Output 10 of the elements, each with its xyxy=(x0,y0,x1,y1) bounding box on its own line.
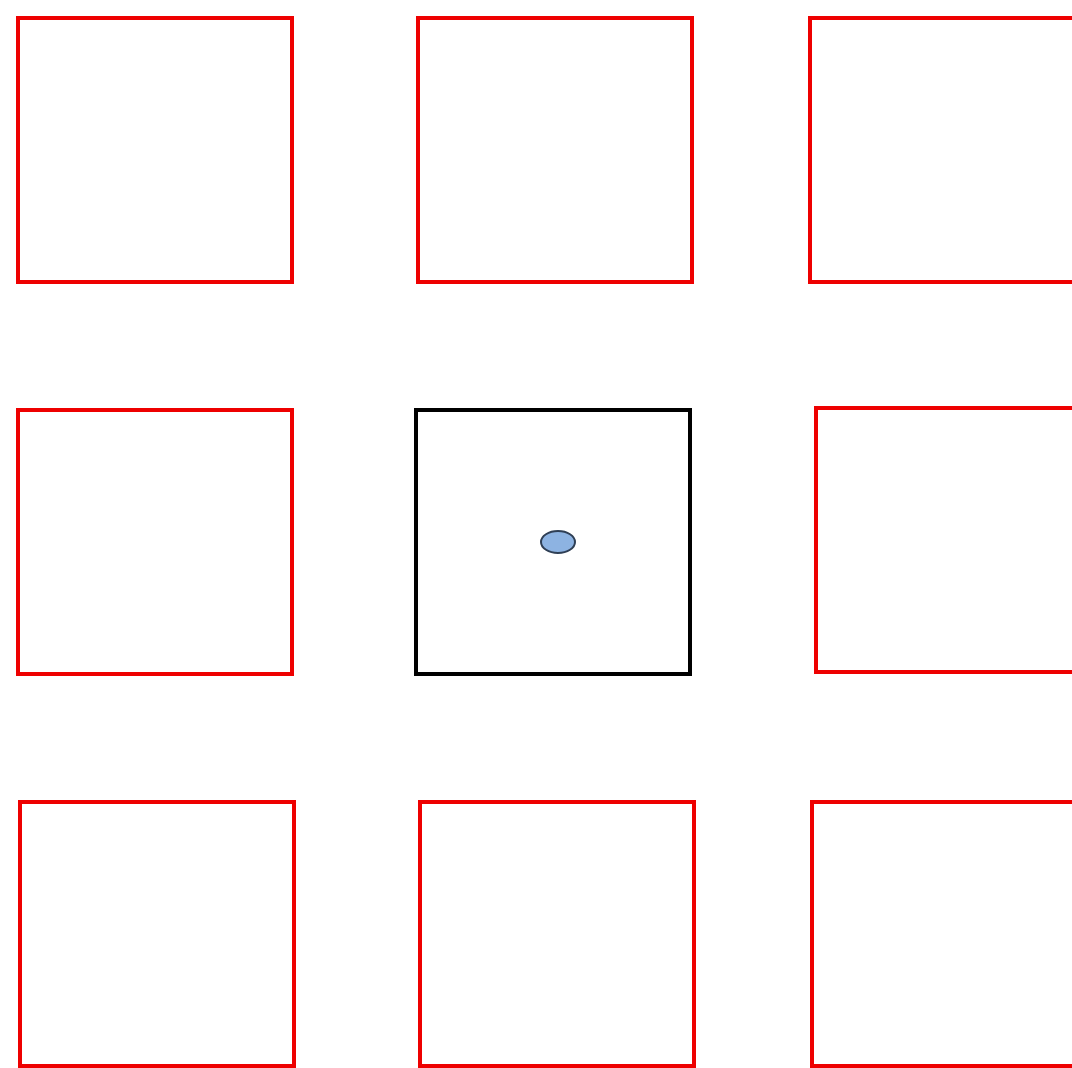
square-box xyxy=(416,16,694,284)
square-box xyxy=(418,800,696,1068)
square-box xyxy=(16,408,294,676)
dot xyxy=(540,530,576,554)
square-box xyxy=(808,16,1072,284)
square-box xyxy=(814,406,1072,674)
square-box xyxy=(16,16,294,284)
square-box xyxy=(18,800,296,1068)
square-box xyxy=(810,800,1072,1068)
square-box xyxy=(414,408,692,676)
